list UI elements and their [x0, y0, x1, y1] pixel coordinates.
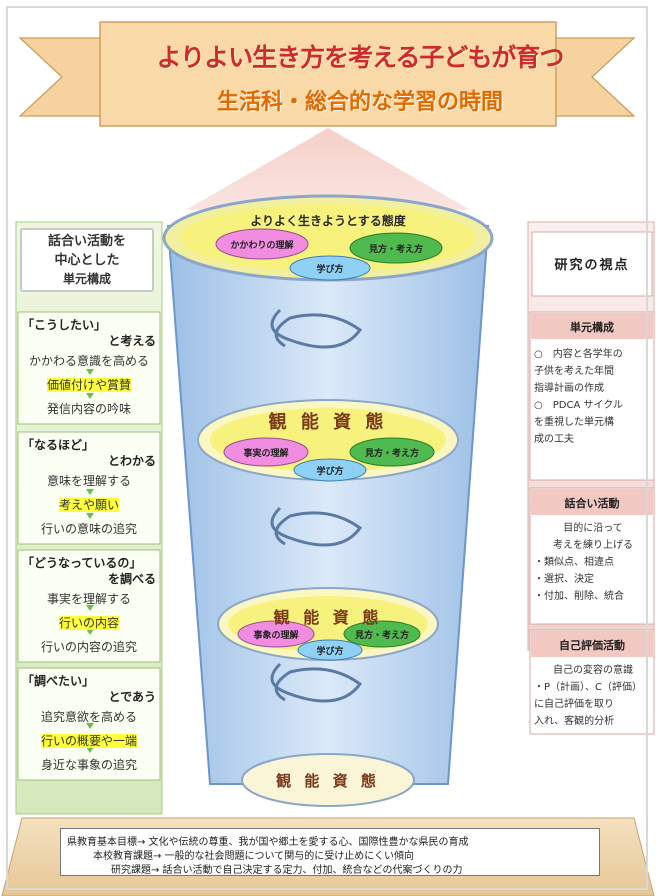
- right-talk-line: 考えを練り上げる: [553, 540, 633, 551]
- oval-blue-top: [289, 255, 371, 281]
- oval-pink-top: [215, 228, 309, 260]
- oval-label-mid-3: 学び方: [316, 467, 344, 477]
- oval-green-mid: [349, 437, 435, 467]
- oval-label-top-3: 学び方: [316, 265, 344, 275]
- right-unit-line: 成の工夫: [534, 434, 574, 445]
- left-step-2: 「なるほど」 とわかる 意味を理解する 考えや願い 行いの意味の追究: [18, 432, 160, 544]
- oval-pink-mid: [223, 437, 309, 467]
- step-arrow-icons: [86, 369, 94, 753]
- step-highlight: 考えや願い: [58, 498, 119, 512]
- outer-frame: [6, 6, 648, 890]
- spiral-icon: [270, 308, 363, 703]
- oval-green-top: [349, 232, 443, 264]
- right-self-line: に自己評価を取り: [534, 699, 614, 710]
- goal-line-school: 本校教育課題→ 一般的な社会問題について関与的に受け止めにくい傾向: [93, 851, 415, 862]
- up-arrow: [186, 128, 470, 240]
- right-talk-title: 話合い活動: [564, 497, 620, 510]
- cup-base-title: 観 能 資 態: [276, 772, 380, 790]
- goal-line-prefecture: 県教育基本目標→ 文化や伝統の尊重、我が国や郷土を愛する心、国際性豊かな県民の育…: [67, 837, 469, 848]
- step-line-2: 行いの内容の追究: [40, 640, 137, 654]
- oval-label-mid-2: 見方・考え方: [364, 449, 419, 459]
- cup-mid-title: 観 能 資 態: [268, 412, 388, 433]
- right-unit-title: 単元構成: [570, 321, 614, 334]
- goal-line-research: 研究課題→ 話合い活動で自己決定する定力、付加、統合などの代案づくりの力: [111, 865, 463, 876]
- banner-title: よりよい生き方を考える子どもが育つ: [156, 43, 565, 72]
- step-title-a: 「こうしたい」: [22, 318, 107, 332]
- oval-label-low-2: 見方・考え方: [354, 631, 409, 641]
- step-line-1: 追究意欲を高める: [40, 710, 137, 724]
- step-line-1: かかわる意識を高める: [28, 354, 149, 368]
- right-self-line: 自己の変容の意識: [553, 665, 633, 676]
- right-self-line: ・P（計画）、C（評価）: [534, 682, 643, 693]
- oval-label-mid-1: 事実の理解: [243, 449, 289, 459]
- left-heading-line-3: 単元構成: [62, 272, 111, 286]
- oval-blue-low: [297, 639, 363, 661]
- left-step-frames: [17, 311, 161, 781]
- step-title-a: 「調べたい」: [22, 674, 95, 688]
- right-header-bars: [531, 313, 653, 657]
- goals-box: 県教育基本目標→ 文化や伝統の尊重、我が国や郷土を愛する心、国際性豊かな県民の育…: [60, 828, 600, 876]
- step-highlight: 価値付けや賞賛: [46, 378, 131, 392]
- right-talk-line: ・付加、削除、統合: [534, 591, 624, 602]
- oval-blue-mid: [293, 458, 367, 482]
- step-title-b: と考える: [108, 334, 156, 348]
- right-unit-body: ○ 内容と各学年の 子供を考えた年間 指導計画の作成 ○ PDCA サイクル を…: [534, 346, 652, 448]
- right-talk-line: ・選択、決定: [534, 574, 594, 585]
- left-step-1: 「こうしたい」 と考える かかわる意識を高める 価値付けや賞賛 発信内容の吟味: [18, 312, 160, 424]
- right-talk-body: 目的に沿って 考えを練り上げる ・類似点、相違点 ・選択、決定 ・付加、削除、統…: [534, 520, 652, 605]
- right-unit-line: 指導計画の作成: [534, 383, 604, 394]
- oval-label-top-2: 見方・考え方: [368, 245, 423, 255]
- step-highlight: 行いの内容: [58, 616, 119, 630]
- right-unit-line: 子供を考えた年間: [534, 366, 614, 377]
- step-title-a: 「なるほど」: [22, 438, 95, 452]
- right-self-title: 自己評価活動: [559, 639, 625, 652]
- step-title-b: を調べる: [107, 572, 156, 586]
- right-self-body: 自己の変容の意識 ・P（計画）、C（評価） に自己評価を取り 入れ、客観的分析: [534, 662, 652, 730]
- oval-label-low-1: 事象の理解: [253, 631, 299, 641]
- left-heading-line-2: 中心とした: [54, 253, 120, 268]
- right-talk-line: 目的に沿って: [563, 523, 623, 534]
- oval-pink-low: [237, 620, 315, 648]
- step-highlight: 行いの概要や一端: [40, 734, 137, 748]
- banner-subtitle: 生活科・総合的な学習の時間: [216, 90, 503, 115]
- step-title-b: とわかる: [107, 454, 156, 468]
- step-title-b: とであう: [108, 690, 156, 704]
- right-talk-line: ・類似点、相違点: [534, 557, 614, 568]
- right-unit-line: ○ PDCA サイクル: [534, 400, 623, 411]
- left-step-3: 「どうなっているの」 を調べる 事実を理解する 行いの内容 行いの内容の追究: [18, 550, 160, 662]
- right-box-frames: [529, 231, 655, 735]
- banner-ribbon: [18, 21, 636, 127]
- step-line-2: 身近な事象の追究: [40, 758, 137, 772]
- oval-label-top-1: かかわりの理解: [230, 241, 294, 251]
- cup-top-title: よりよく生きようとする態度: [250, 214, 406, 228]
- step-line-2: 発信内容の吟味: [46, 402, 131, 416]
- cup-base: [241, 753, 415, 807]
- oval-green-low: [343, 620, 421, 648]
- left-heading-line-1: 話合い活動を: [47, 234, 126, 249]
- left-heading: 話合い活動を 中心とした 単元構成: [20, 228, 154, 292]
- step-title-a: 「どうなっているの」: [22, 556, 142, 570]
- cup-low-title: 観 能 資 態: [273, 608, 383, 627]
- right-heading-wrap: 研究の視点: [532, 254, 652, 284]
- left-step-4: 「調べたい」 とであう 追究意欲を高める 行いの概要や一端 身近な事象の追究: [18, 668, 160, 780]
- step-line-1: 意味を理解する: [46, 474, 131, 488]
- right-self-line: 入れ、客観的分析: [534, 716, 615, 727]
- step-line-1: 事実を理解する: [46, 592, 131, 606]
- right-unit-line: を重視した単元構: [534, 417, 614, 428]
- oval-label-low-3: 学び方: [316, 647, 344, 657]
- right-unit-line: ○ 内容と各学年の: [534, 349, 623, 360]
- right-heading: 研究の視点: [554, 258, 630, 273]
- step-line-2: 行いの意味の追究: [40, 522, 137, 536]
